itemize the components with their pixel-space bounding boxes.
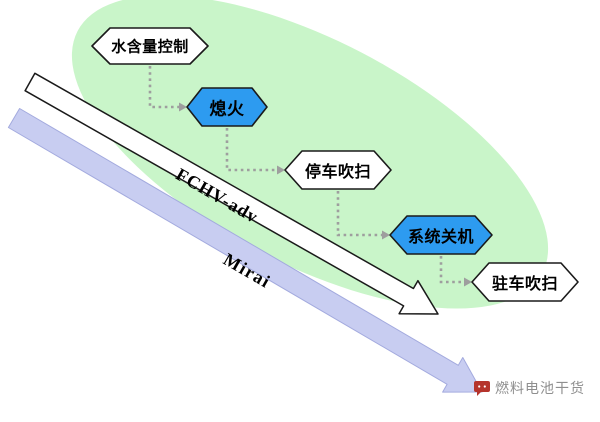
- connector-arrowheads: [179, 102, 472, 287]
- fchv-adv-arrow: [24, 72, 439, 315]
- node-label-stop-purge: 停车吹扫: [304, 162, 372, 181]
- connector-4-arrowhead: [464, 277, 472, 287]
- connector-3-arrowhead: [382, 230, 390, 240]
- hexagon-system-shutdown: [389, 215, 493, 255]
- connector-4: [439, 256, 464, 284]
- watermark-text: 燃料电池干货: [495, 381, 585, 397]
- connector-3: [336, 191, 382, 237]
- hexagon-stop-purge: [284, 150, 392, 190]
- watermark: 燃料电池干货: [474, 378, 585, 398]
- node-label-water-content-control: 水含量控制: [111, 37, 189, 56]
- connector-1-arrowhead: [179, 102, 187, 112]
- connector-1: [148, 66, 179, 109]
- connector-2-arrowhead: [277, 165, 285, 175]
- dotted-connectors: [148, 66, 464, 284]
- hexagon-parking-purge: [471, 262, 579, 302]
- node-label-parking-purge: 驻车吹扫: [491, 274, 559, 293]
- hexagon-flameout: [186, 87, 268, 127]
- wechat-logo-icon: [474, 380, 490, 396]
- mirai-arrow: [7, 108, 483, 393]
- node-label-system-shutdown: 系统关机: [407, 227, 475, 246]
- node-label-flameout: 熄火: [209, 99, 245, 120]
- hexagon-water-content-control: [91, 27, 209, 65]
- connector-2: [225, 128, 277, 172]
